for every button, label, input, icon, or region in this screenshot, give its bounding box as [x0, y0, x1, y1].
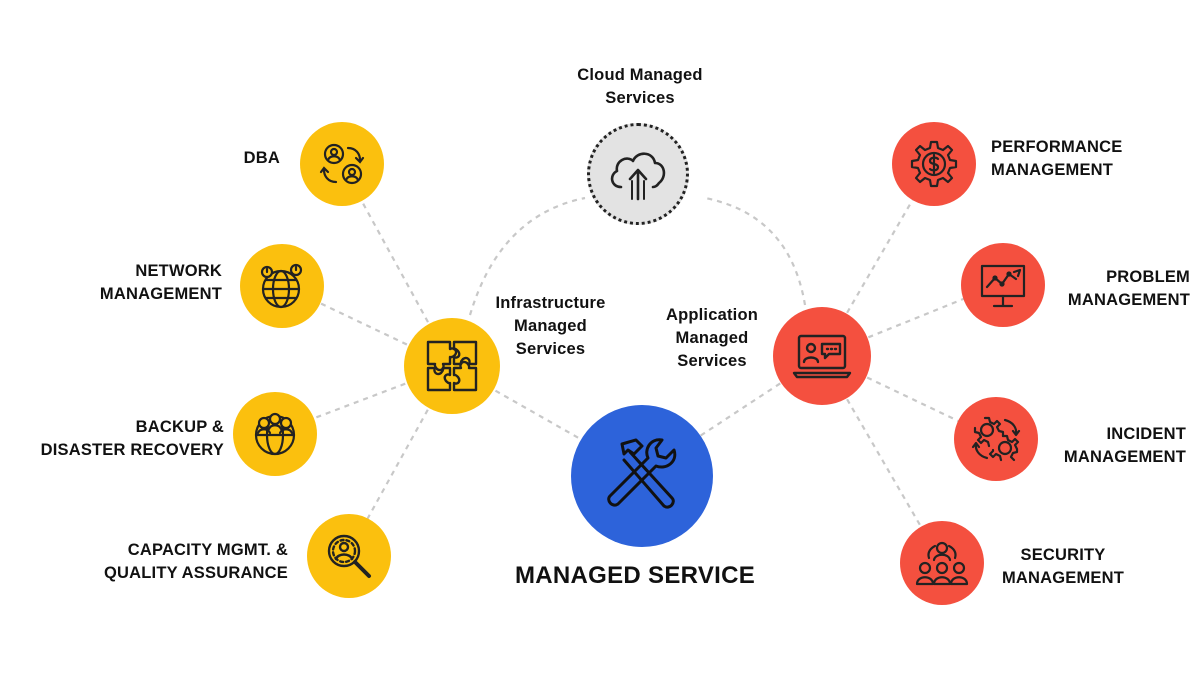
dba-node: [300, 122, 384, 206]
backup-disaster-recovery-node: [233, 392, 317, 476]
performance-management-label: PERFORMANCE MANAGEMENT: [991, 138, 1123, 179]
cloud-upload-icon: [610, 152, 666, 201]
security-management-node: [900, 521, 984, 605]
connector-app-cloud: [704, 196, 807, 306]
infrastructure-managed-services-node: [404, 318, 500, 414]
network-management-node: [240, 244, 324, 328]
tools-icon: [607, 438, 677, 509]
laptop-chat-icon: [792, 334, 852, 379]
puzzle-icon: [426, 340, 478, 392]
problem-management-label: PROBLEM MANAGEMENT: [1067, 268, 1190, 309]
magnifier-user-icon: [327, 534, 371, 578]
security-management-label: SECURITY MANAGEMENT: [1001, 546, 1125, 587]
main-title: MANAGED SERVICE: [514, 562, 756, 589]
connector-infra-cloud: [468, 196, 586, 316]
globe-users-icon: [260, 263, 303, 309]
cloud-managed-services-label: Cloud Managed Services: [577, 66, 703, 107]
users-cycle-icon: [319, 143, 365, 185]
monitor-chart-icon: [980, 264, 1026, 308]
cloud-managed-services-node: [587, 123, 689, 225]
gears-cycle-icon: [971, 416, 1021, 462]
gear-dollar-icon: [910, 140, 958, 188]
capacity-quality-label: CAPACITY MGMT. & QUALITY ASSURANCE: [104, 541, 288, 582]
dba-label: DBA: [243, 149, 280, 167]
application-managed-services-node: [773, 307, 871, 405]
problem-management-node: [961, 243, 1045, 327]
globe-people-icon: [254, 412, 296, 456]
connector-performance: [821, 162, 935, 357]
network-management-label: NETWORK MANAGEMENT: [99, 262, 222, 303]
application-managed-services-label: Application Managed Services: [665, 306, 759, 370]
capacity-quality-node: [307, 514, 391, 598]
incident-management-node: [954, 397, 1038, 481]
infrastructure-managed-services-label: Infrastructure Managed Services: [495, 294, 606, 358]
backup-disaster-recovery-label: BACKUP & DISASTER RECOVERY: [40, 418, 224, 459]
performance-management-node: [892, 122, 976, 206]
incident-management-label: INCIDENT MANAGEMENT: [1063, 425, 1186, 466]
team-icon: [915, 541, 969, 586]
managed-service-core-node: [571, 405, 713, 547]
